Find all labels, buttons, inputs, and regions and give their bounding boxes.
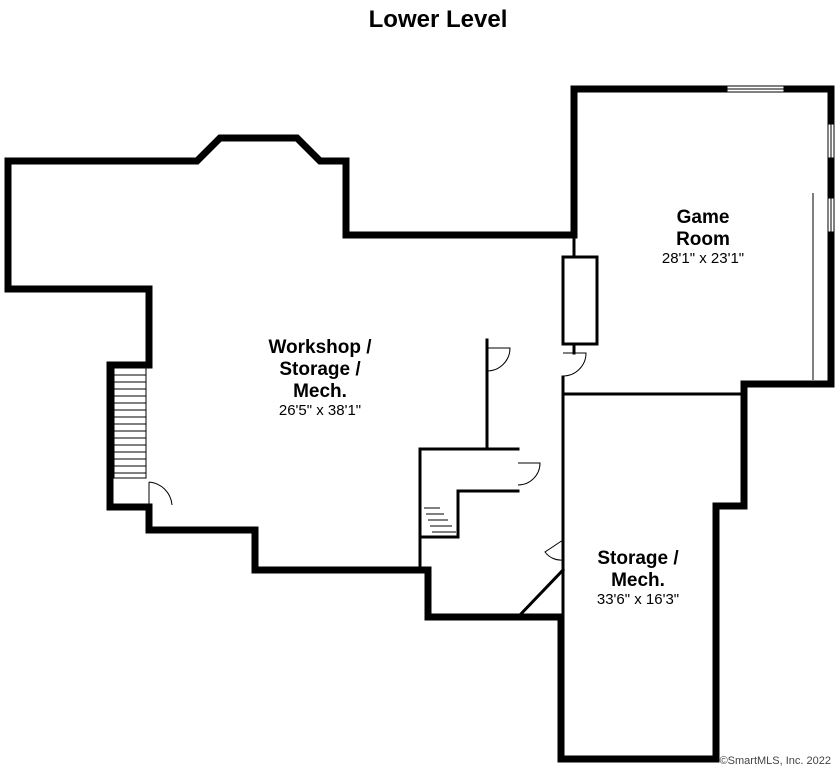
- room-game-room: Game Room 28'1" x 23'1": [662, 207, 744, 267]
- room-name-line: Storage /: [597, 548, 679, 569]
- inner-staircase: [424, 507, 456, 533]
- room-name-line: Room: [676, 229, 730, 250]
- copyright-notice: ©SmartMLS, Inc. 2022: [720, 755, 831, 767]
- room-name-line: Mech.: [293, 381, 347, 402]
- room-name-line: Workshop /: [268, 337, 372, 358]
- doors: [148, 347, 587, 561]
- room-dimensions: 28'1" x 23'1": [662, 250, 744, 267]
- room-name-line: Mech.: [611, 570, 665, 591]
- interior-walls: [418, 233, 746, 620]
- room-dimensions: 33'6" x 16'3": [597, 591, 679, 608]
- door-west: [148, 481, 173, 507]
- door-hall: [486, 347, 511, 372]
- room-name-line: Storage /: [279, 359, 361, 380]
- plan-title: Lower Level: [369, 6, 508, 33]
- angled-wall: [515, 567, 566, 620]
- door-chase: [562, 352, 587, 377]
- west-staircase: [113, 367, 147, 479]
- windows: [726, 85, 835, 380]
- chase-box: [561, 255, 599, 346]
- room-name-line: Game: [677, 207, 730, 228]
- room-storage-mech: Storage / Mech. 33'6" x 16'3": [597, 548, 679, 608]
- door-storage: [544, 539, 564, 561]
- exterior-walls: [4, 85, 835, 763]
- room-workshop: Workshop / Storage / Mech. 26'5" x 38'1": [268, 337, 372, 419]
- door-stair: [517, 462, 541, 486]
- room-dimensions: 26'5" x 38'1": [279, 402, 361, 419]
